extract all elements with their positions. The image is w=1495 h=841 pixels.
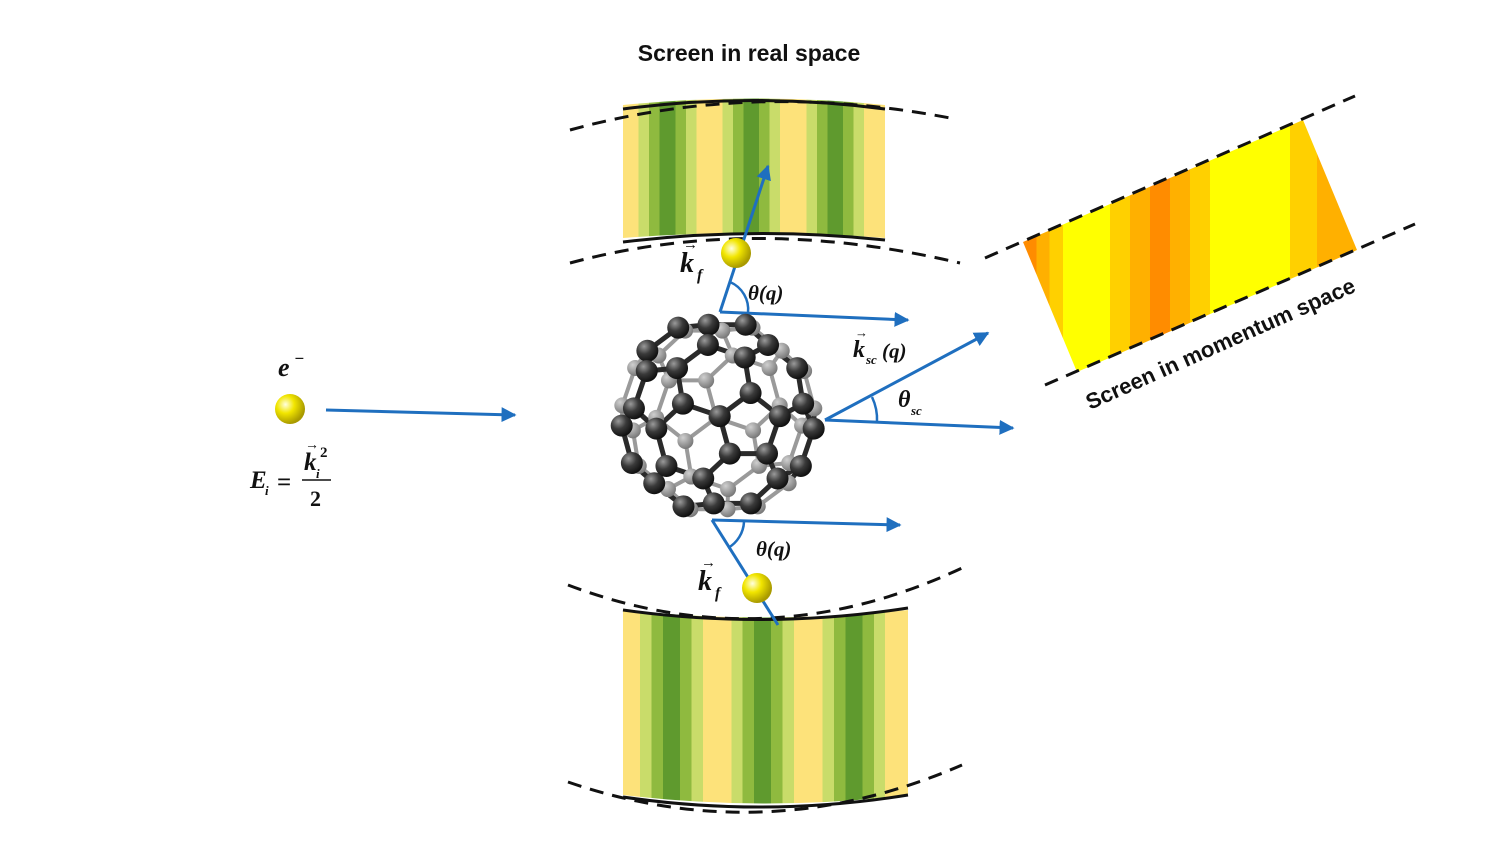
momentum-space-screen <box>984 94 1416 387</box>
incident-electron-icon <box>275 394 305 424</box>
fullerene-atom <box>677 432 694 449</box>
theta-sc-arc <box>870 396 879 423</box>
kf-label-bottom: k → f <box>698 555 722 602</box>
real-screen-title: Screen in real space <box>638 40 860 66</box>
kf-top-arrow: → <box>683 237 698 253</box>
kf-top-sub: f <box>697 267 704 284</box>
energy-E: E <box>249 467 267 494</box>
ksc-arrow <box>824 331 990 422</box>
bottom-screen-outer-edge <box>567 763 963 814</box>
bottom-screen-inner-solid <box>622 606 909 622</box>
fullerene-atom <box>696 333 719 356</box>
fullerene-atom <box>672 495 695 518</box>
bottom-reference-arrow <box>711 517 902 533</box>
energy-equals: = <box>277 469 291 496</box>
ksc-label: k → sc (q) <box>853 325 907 367</box>
electron-charge: − <box>294 349 304 368</box>
top-screen-inner-edge <box>569 237 961 265</box>
fullerene-atom <box>734 313 757 336</box>
fullerene-atom <box>757 333 780 356</box>
top-kf-arrow <box>718 164 771 313</box>
theta-q-bottom: θ(q) <box>756 537 791 561</box>
top-screen-fringes <box>623 98 885 238</box>
kf-label-top: k → f <box>680 237 704 284</box>
fullerene-atom <box>645 417 668 440</box>
fullerene-atom <box>671 392 694 415</box>
fullerene-atom <box>739 382 762 405</box>
theta-sc: θ <box>898 387 911 413</box>
bottom-screen-outer-solid <box>622 793 909 809</box>
bottom-kf-line <box>710 519 780 626</box>
fullerene-atom <box>802 417 825 440</box>
top-theta-arc <box>729 280 750 314</box>
kf-bottom-k: k <box>698 566 712 597</box>
kf-bottom-arrow: → <box>701 555 716 571</box>
theta-q-top: θ(q) <box>748 281 783 305</box>
incident-arrow <box>325 407 517 423</box>
top-screen-inner-solid <box>622 231 886 244</box>
scattered-electron-top-icon <box>721 238 751 268</box>
fullerene-atom <box>761 359 778 376</box>
ksc-k: k <box>853 337 865 363</box>
ksc-sub: sc <box>865 352 877 367</box>
fullerene-atom <box>720 481 737 498</box>
fullerene-atom <box>702 492 725 515</box>
electron-label: e − <box>278 349 304 382</box>
fullerene-atom <box>766 467 789 490</box>
fullerene-atom <box>667 316 690 339</box>
fullerene-atom <box>718 442 741 465</box>
fullerene-atom <box>792 392 815 415</box>
fullerene-atom <box>698 372 715 389</box>
fullerene-atom <box>666 357 689 380</box>
fullerene-atom <box>610 414 633 437</box>
top-screen-outer-solid <box>622 99 886 111</box>
fullerene-atom <box>756 442 779 465</box>
energy-denominator: 2 <box>310 486 321 511</box>
bottom-screen-fringes <box>623 610 908 804</box>
fullerene-atom <box>768 405 791 428</box>
momentum-screen-fringes <box>1023 120 1357 372</box>
real-space-screen-top <box>569 98 961 265</box>
fullerene-atom <box>789 455 812 478</box>
fullerene-atom <box>745 422 762 439</box>
vectors <box>325 164 1015 626</box>
energy-numerator-sub: i <box>316 466 320 481</box>
ksc-arrow-glyph: → <box>855 325 868 340</box>
fullerene-atom <box>786 357 809 380</box>
energy-numerator-sup: 2 <box>320 445 328 461</box>
fullerene-atom <box>733 346 756 369</box>
ksc-arg: (q) <box>882 339 907 363</box>
theta-sc-sub: sc <box>910 403 922 418</box>
fullerene-atom <box>620 452 643 475</box>
energy-vector-arrow: → <box>305 438 319 453</box>
fullerene-atom <box>708 405 731 428</box>
fullerene-atom <box>697 313 720 336</box>
forward-reference-arrow <box>824 418 1015 435</box>
fullerene-atom <box>739 492 762 515</box>
energy-numerator-k: k <box>304 449 317 476</box>
kf-bottom-sub: f <box>715 585 722 602</box>
fullerene-atom <box>636 339 659 362</box>
fullerene-atom <box>692 467 715 490</box>
theta-sc-label: θ sc <box>898 387 922 418</box>
fullerene-atom <box>635 359 658 382</box>
top-reference-arrow <box>719 310 910 327</box>
real-space-screen-bottom <box>567 566 963 814</box>
fullerene-molecule-icon <box>610 313 825 518</box>
fullerene-atom <box>622 397 645 420</box>
energy-E-sub: i <box>265 483 269 498</box>
energy-formula: E i = k → i 2 2 <box>249 438 331 511</box>
bottom-theta-arc <box>727 521 746 550</box>
fullerene-atom <box>643 472 666 495</box>
fullerene-atom <box>655 455 678 478</box>
bottom-screen-inner-edge <box>567 566 963 621</box>
electron-symbol: e <box>278 353 290 382</box>
kf-top-k: k <box>680 248 694 279</box>
scattered-electron-bottom-icon <box>742 573 772 603</box>
